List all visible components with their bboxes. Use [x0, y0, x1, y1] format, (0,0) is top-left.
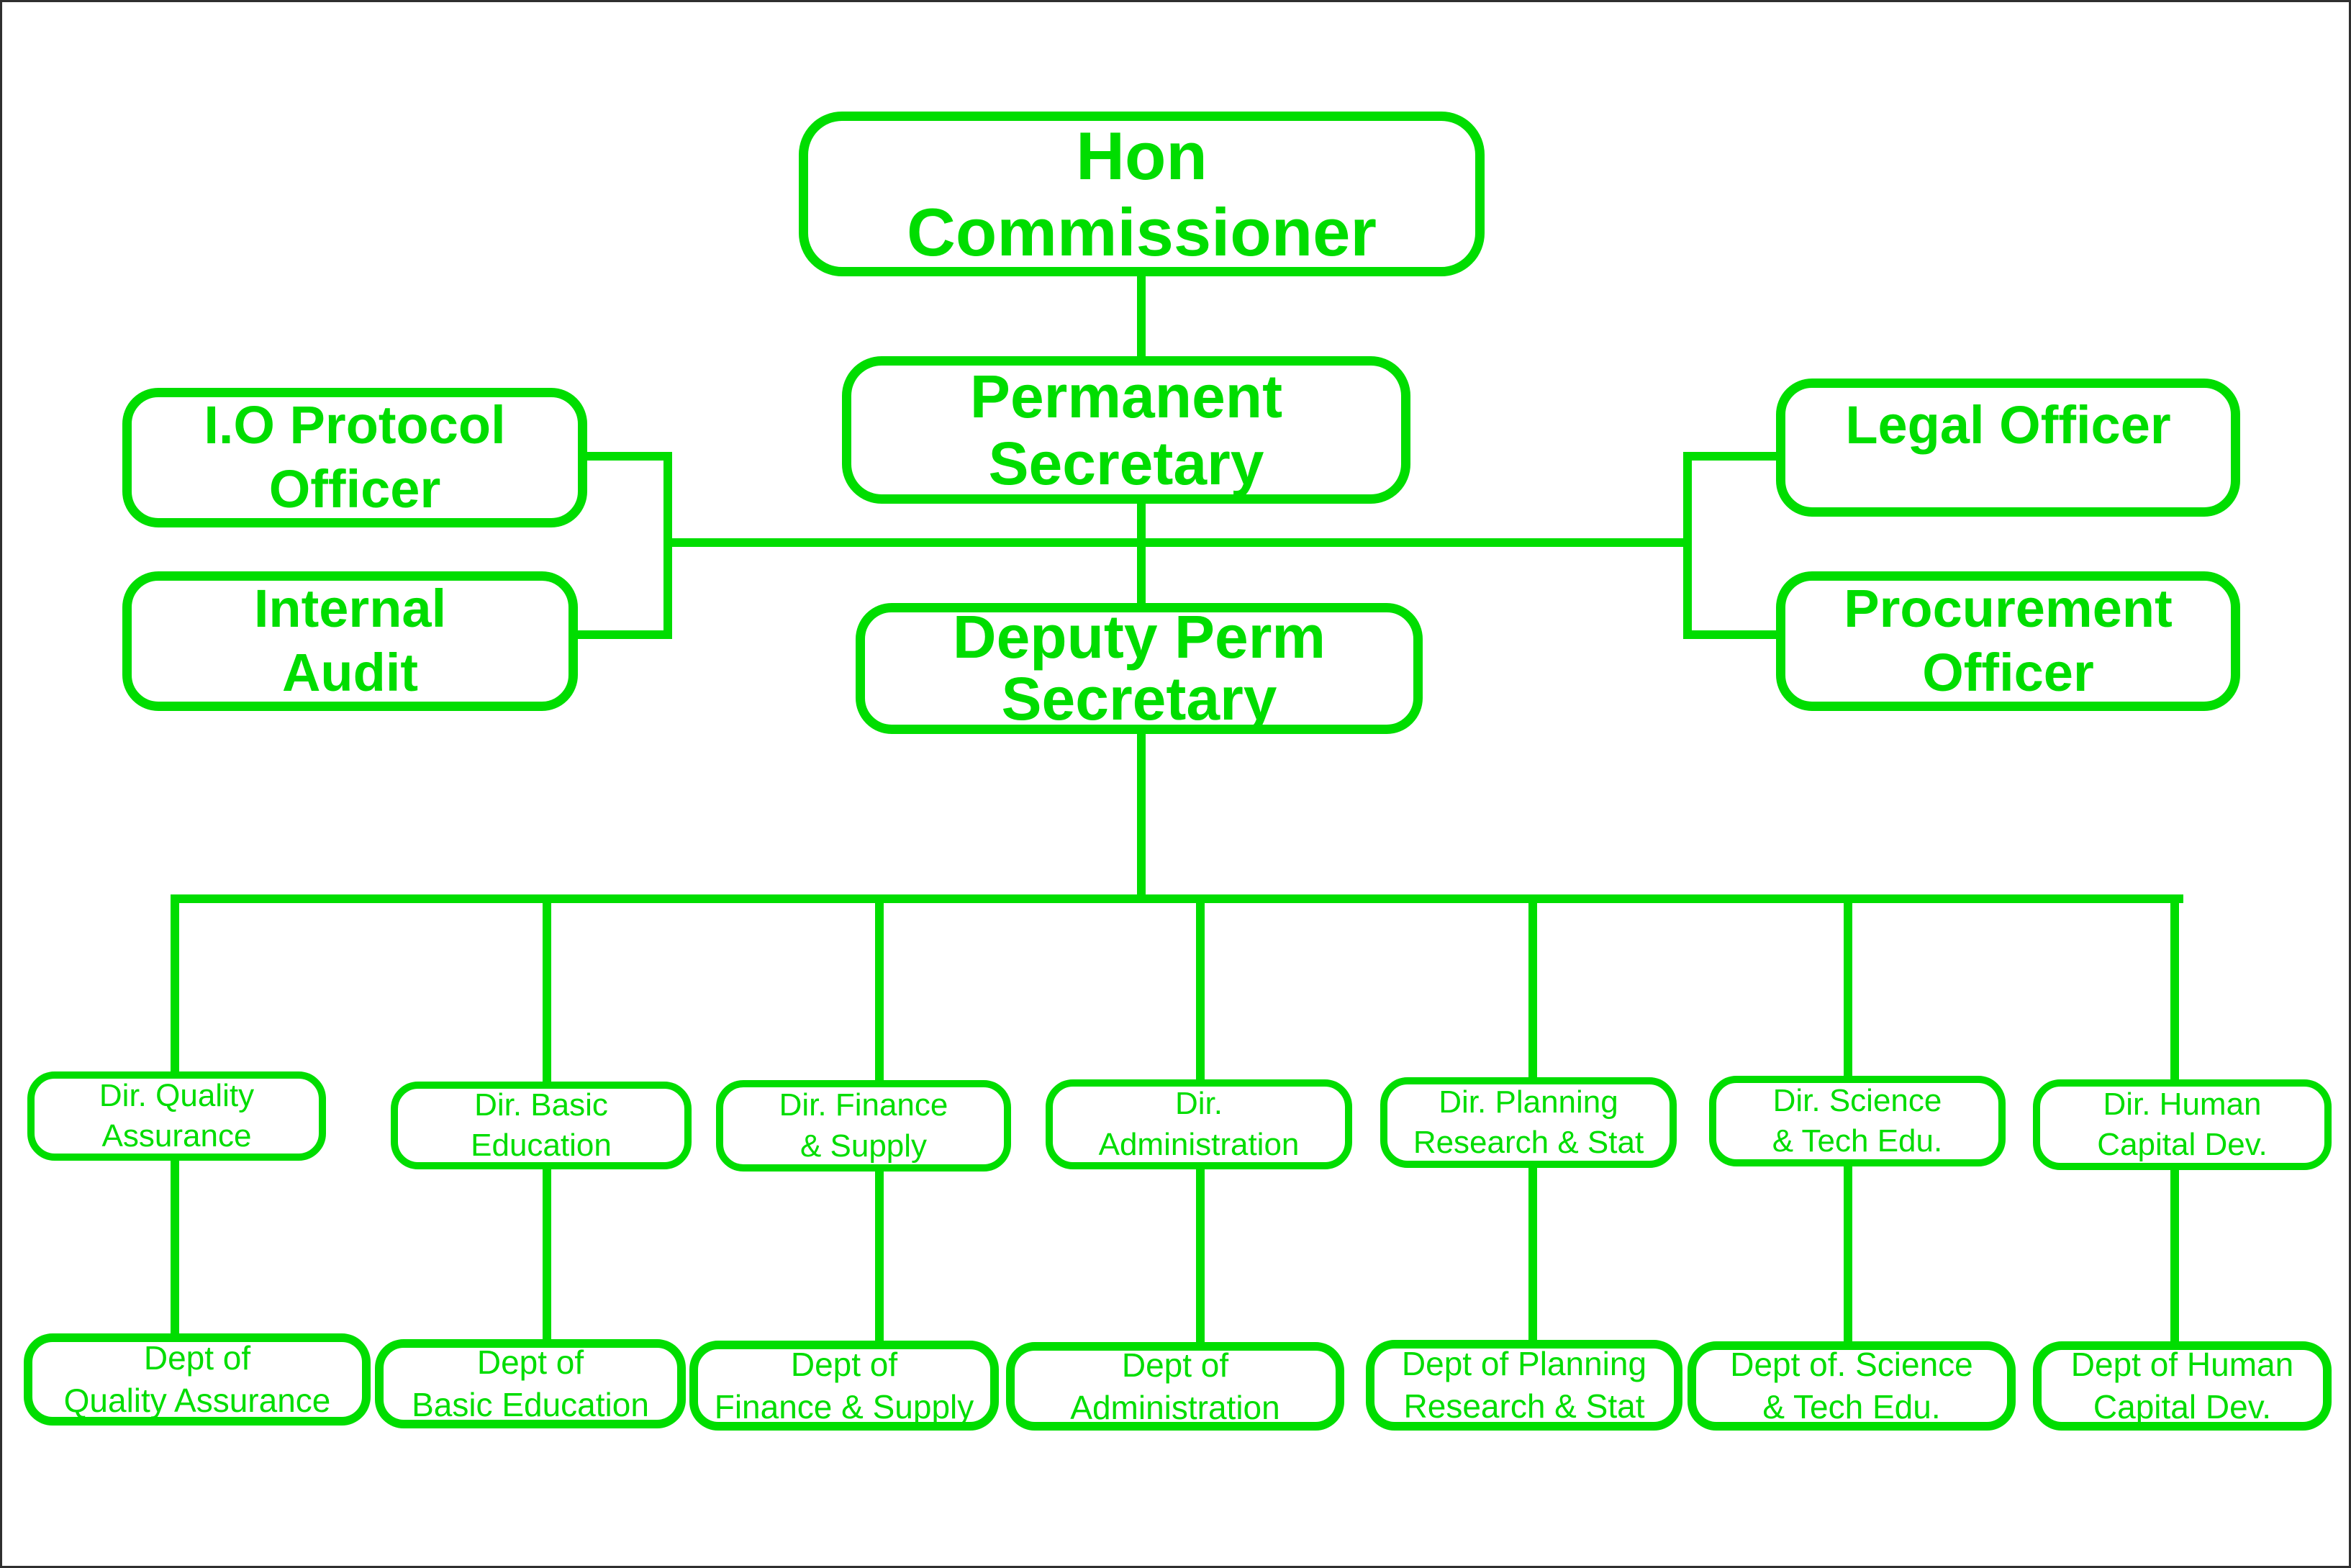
node-label: Internal	[253, 579, 447, 639]
connector-right-vertical	[1683, 452, 1692, 639]
connector-hon-to-perm	[1137, 274, 1146, 358]
node-legal-officer: Legal Officer	[1776, 379, 2240, 517]
node-label: Dept of Human	[2070, 1346, 2294, 1384]
node-dept-basic-education: Dept of Basic Education	[375, 1339, 686, 1428]
node-deputy-perm-secretary: Deputy Perm Secretary	[856, 603, 1423, 734]
node-label: Capital Dev.	[2097, 1127, 2268, 1162]
node-dept-human-capital: Dept of Human Capital Dev.	[2033, 1341, 2332, 1431]
node-hon-commissioner: Hon Commissioner	[799, 112, 1485, 276]
node-label: Research & Stat	[1413, 1125, 1644, 1160]
node-dept-science-tech: Dept of. Science & Tech Edu.	[1688, 1341, 2016, 1431]
connector-audit-stub	[573, 630, 672, 639]
node-label: & Tech Edu.	[1772, 1123, 1943, 1159]
node-dept-finance-supply: Dept of Finance & Supply	[689, 1341, 999, 1431]
node-label: Dir. Basic	[474, 1087, 608, 1123]
node-io-protocol-officer: I.O Protocol Officer	[122, 388, 587, 527]
node-label: Education	[471, 1128, 612, 1163]
node-dept-quality-assurance: Dept of Quality Assurance	[24, 1333, 371, 1426]
node-label: Officer	[268, 459, 441, 519]
node-dir-finance-supply: Dir. Finance & Supply	[716, 1080, 1011, 1172]
connector-cross-horizontal	[666, 538, 1690, 547]
node-label: Dir. Science	[1772, 1082, 1942, 1118]
node-label: Dir. Human	[2103, 1086, 2262, 1122]
connector-legal-stub	[1683, 452, 1785, 461]
node-label: Administration	[1098, 1126, 1300, 1162]
connector-perm-to-deputy	[1137, 501, 1146, 605]
node-label: Audit	[281, 643, 419, 702]
node-dept-administration: Dept of Administration	[1006, 1342, 1344, 1431]
node-label: Commissioner	[907, 194, 1377, 270]
node-label: & Tech Edu.	[1762, 1388, 1941, 1426]
node-label: Secretary	[988, 429, 1264, 497]
node-label: Administration	[1070, 1388, 1280, 1426]
node-label: Dir.	[1175, 1086, 1223, 1122]
node-label: Dept of. Science	[1730, 1346, 1973, 1384]
node-internal-audit: Internal Audit	[122, 571, 578, 711]
node-label: Permanent	[969, 363, 1283, 431]
node-procurement-officer: Procurement Officer	[1776, 571, 2240, 711]
connector-procurement-stub	[1683, 630, 1785, 639]
node-label: Dir. Planning	[1439, 1084, 1618, 1120]
node-label: Dept of Planning	[1401, 1345, 1647, 1383]
node-label: Dept of	[476, 1343, 584, 1382]
node-label: Deputy Perm	[952, 603, 1326, 671]
node-dir-science-tech: Dir. Science & Tech Edu.	[1709, 1076, 2006, 1166]
node-label: Dept of	[1121, 1346, 1229, 1384]
node-label: Dept of	[143, 1339, 251, 1377]
connector-deputy-to-bus	[1137, 731, 1146, 903]
node-dir-administration: Dir. Administration	[1046, 1079, 1352, 1169]
node-label: Officer	[1922, 643, 2094, 702]
node-label: Dir. Finance	[779, 1087, 948, 1123]
node-label: Legal Officer	[1845, 395, 2171, 455]
node-label: Research & Stat	[1403, 1387, 1645, 1425]
node-label: Secretary	[1001, 665, 1277, 733]
node-dir-human-capital: Dir. Human Capital Dev.	[2033, 1079, 2332, 1170]
connector-bus	[171, 894, 2183, 903]
node-permanent-secretary: Permanent Secretary	[842, 356, 1410, 504]
node-label: Dir. Quality	[99, 1077, 255, 1113]
node-label: Procurement	[1844, 579, 2173, 639]
node-label: Basic Education	[412, 1386, 649, 1423]
node-label: I.O Protocol	[204, 395, 506, 456]
node-label: Dept of	[790, 1345, 898, 1383]
node-label: Quality Assurance	[63, 1382, 331, 1419]
node-label: Capital Dev.	[2093, 1388, 2272, 1426]
node-dept-planning-research: Dept of Planning Research & Stat	[1366, 1340, 1682, 1431]
node-label: Assurance	[101, 1118, 252, 1154]
node-label: Hon	[1076, 118, 1208, 194]
connector-left-vertical	[663, 452, 672, 639]
node-dir-basic-education: Dir. Basic Education	[391, 1082, 692, 1169]
node-dir-quality-assurance: Dir. Quality Assurance	[27, 1071, 326, 1161]
connector-io-stub	[578, 452, 672, 461]
node-label: & Supply	[799, 1128, 928, 1164]
node-dir-planning-research: Dir. Planning Research & Stat	[1380, 1077, 1677, 1168]
node-label: Finance & Supply	[714, 1387, 974, 1426]
